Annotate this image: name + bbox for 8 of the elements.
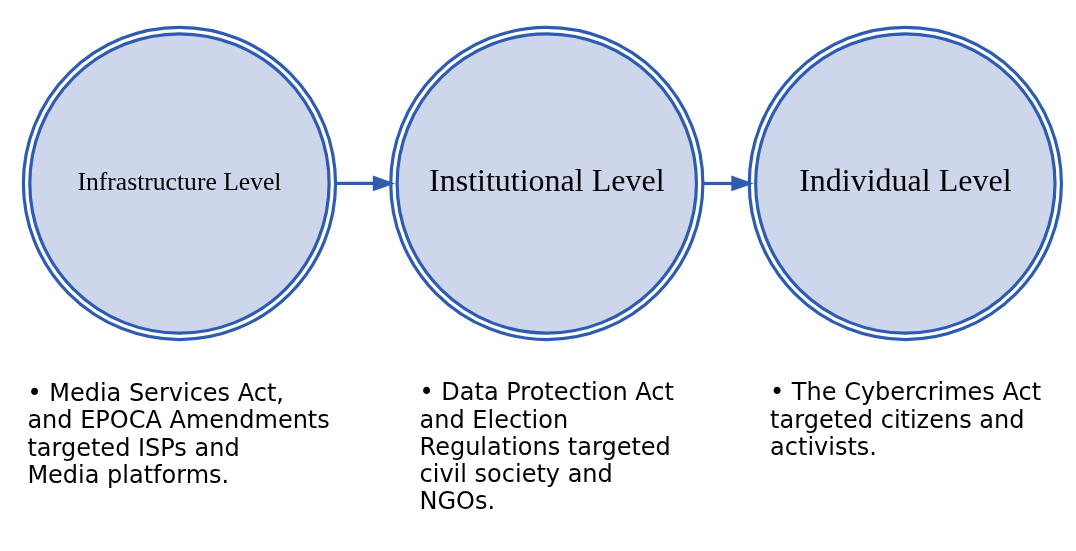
- node-circle: Individual Level: [747, 25, 1063, 342]
- node-circle: Institutional Level: [389, 25, 705, 342]
- arrow: [336, 175, 396, 192]
- node-label: • Data Protection Act and Election Regulations targeted civil society and NGOs.: [419, 378, 674, 516]
- node-circle: Infrastructure Level: [21, 25, 338, 342]
- node-label: • The Cybercrimes Act targeted citizens and activists.: [770, 378, 1042, 461]
- node-label: • Media Services Act, and EPOCA Amendments targeted ISPs and Media platforms.: [27, 379, 330, 489]
- arrow: [703, 175, 754, 192]
